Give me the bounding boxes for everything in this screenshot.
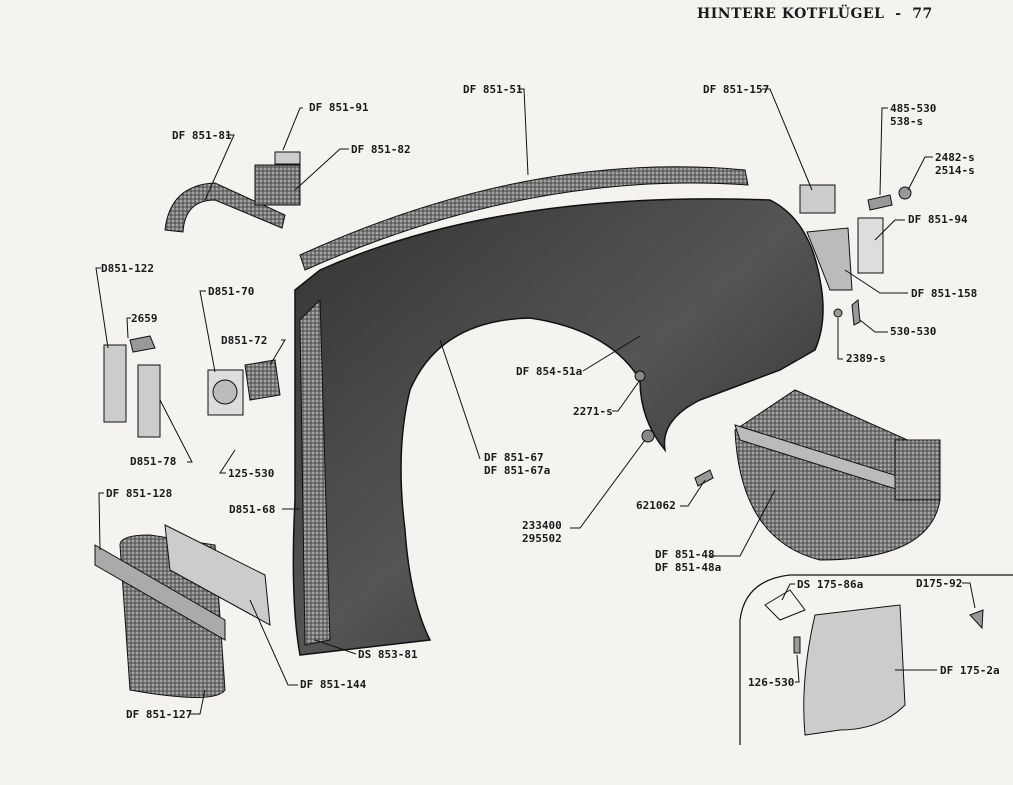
label-538-s: 538-s — [890, 115, 924, 128]
label-233400: 233400 — [522, 519, 562, 532]
label-df851-94: DF 851-94 — [908, 213, 968, 226]
label-df851-82: DF 851-82 — [351, 143, 411, 156]
label-df851-127: DF 851-127 — [126, 708, 193, 721]
label-2659: 2659 — [131, 312, 158, 325]
fuel-door — [803, 604, 906, 736]
page-number: 77 — [912, 6, 933, 22]
label-df851-144: DF 851-144 — [300, 678, 367, 691]
label-2514-s: 2514-s — [935, 164, 975, 177]
label-df851-48: DF 851-48 — [655, 548, 715, 561]
label-df851-67a: DF 851-67a — [484, 464, 551, 477]
label-621062: 621062 — [636, 499, 676, 512]
label-2482-s: 2482-s — [935, 151, 975, 164]
label-df851-51: DF 851-51 — [463, 83, 523, 96]
label-df851-157: DF 851-157 — [703, 83, 770, 96]
label-df851-81: DF 851-81 — [172, 129, 232, 142]
leader-lines — [95, 88, 976, 715]
label-ds175-86a: DS 175-86a — [797, 578, 864, 591]
label-d851-72: D851-72 — [221, 334, 268, 347]
fender-bead — [299, 166, 749, 271]
label-2389-s: 2389-s — [846, 352, 886, 365]
label-df175-2a: DF 175-2a — [940, 664, 1000, 677]
label-ds853-81: DS 853-81 — [358, 648, 418, 661]
title-separator: - — [895, 6, 902, 22]
inset-frame — [739, 574, 1013, 745]
label-125-530: 125-530 — [228, 467, 275, 480]
label-df851-48a: DF 851-48a — [655, 561, 722, 574]
title-text: HINTERE KOTFLÜGEL — [697, 6, 885, 22]
label-df851-128: DF 851-128 — [106, 487, 173, 500]
label-df851-91: DF 851-91 — [309, 101, 369, 114]
label-df851-158: DF 851-158 — [911, 287, 978, 300]
label-d851-122: D851-122 — [101, 262, 154, 275]
label-d851-78: D851-78 — [130, 455, 177, 468]
label-295502: 295502 — [522, 532, 562, 545]
label-df854-51a: DF 854-51a — [516, 365, 583, 378]
label-2271-s: 2271-s — [573, 405, 613, 418]
label-530-530: 530-530 — [890, 325, 937, 338]
label-d851-68: D851-68 — [229, 503, 276, 516]
label-485-530: 485-530 — [890, 102, 937, 115]
page-title: HINTERE KOTFLÜGEL - 77 — [697, 6, 933, 22]
label-d851-70: D851-70 — [208, 285, 255, 298]
label-df851-67: DF 851-67 — [484, 451, 544, 464]
label-126-530: 126-530 — [748, 676, 795, 689]
mud-guard-right — [734, 389, 941, 561]
seal-strip — [164, 182, 286, 233]
label-d175-92: D175-92 — [916, 577, 963, 590]
